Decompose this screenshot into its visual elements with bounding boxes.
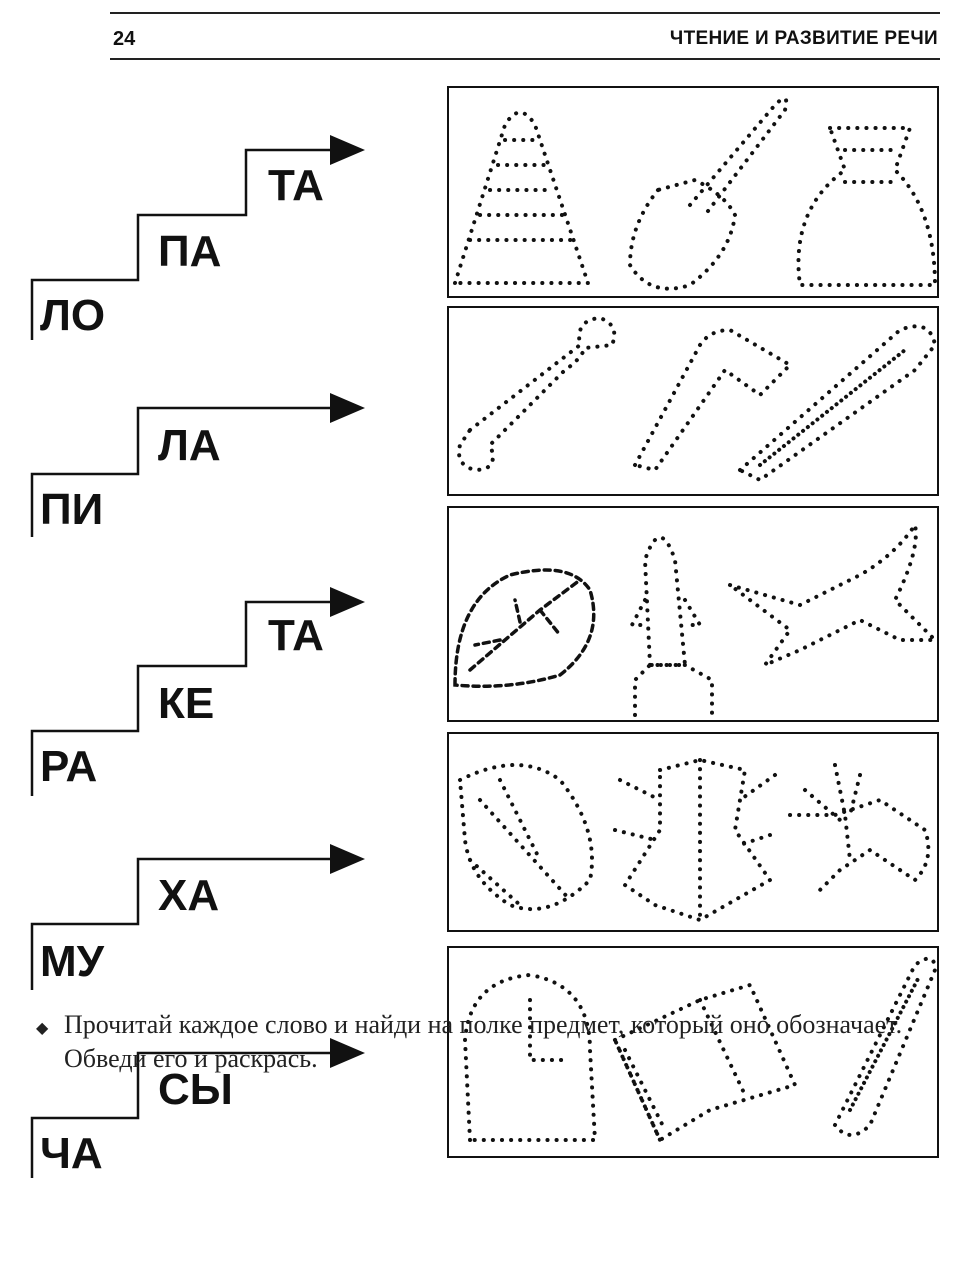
fish-dotted-icon[interactable] [457, 763, 594, 912]
syllable-cha: ЧА [40, 1129, 103, 1178]
shelf-4 [447, 732, 939, 932]
staircase-lopata [30, 135, 365, 340]
rocket-dotted-icon[interactable] [628, 535, 714, 717]
axe-dotted-icon[interactable] [632, 327, 794, 473]
staircase-raketa [30, 587, 365, 796]
fly-dotted-icon[interactable] [788, 763, 931, 892]
syllable-ta-2: ТА [268, 611, 324, 660]
bullet-icon: ◆ [36, 1020, 49, 1037]
syllable-lo: ЛО [40, 291, 106, 340]
book-dotted-icon[interactable] [612, 982, 798, 1143]
saw-dotted-icon[interactable] [736, 324, 938, 483]
shelf-1 [447, 86, 939, 298]
staircase-chasy [30, 1038, 365, 1178]
syllable-ta: ТА [268, 161, 324, 210]
pyramid-dotted-icon[interactable] [452, 110, 591, 285]
shelf-3 [447, 506, 939, 722]
leaf-dotted-icon[interactable] [453, 568, 596, 688]
syllable-mu: МУ [40, 937, 105, 986]
beetle-dotted-icon[interactable] [613, 757, 777, 923]
syllable-ra: РА [40, 742, 98, 791]
bell-dotted-icon[interactable] [462, 972, 598, 1142]
syllable-ha: ХА [158, 871, 220, 920]
syllable-pa: ПА [158, 227, 222, 276]
staircase-muha [30, 844, 365, 990]
syllable-ke: КЕ [158, 679, 215, 728]
instruction-text: Прочитай каждое слово и найди на полке п… [64, 1010, 903, 1073]
staircase-pila [30, 393, 365, 537]
instruction: ◆ Прочитай каждое слово и найди на полке… [36, 1008, 936, 1076]
header-top-rule [110, 12, 940, 14]
shovel-dotted-icon[interactable] [627, 96, 789, 291]
section-title: ЧТЕНИЕ И РАЗВИТИЕ РЕЧИ [669, 28, 938, 49]
airplane-dotted-icon[interactable] [728, 519, 940, 670]
syllable-la: ЛА [158, 421, 221, 470]
vase-dotted-icon[interactable] [796, 126, 938, 287]
shelf-2 [447, 306, 939, 496]
header-bottom-rule [110, 58, 940, 60]
syllable-sy: СЫ [158, 1065, 233, 1114]
page-number: 24 [113, 28, 136, 50]
pencil-dotted-icon[interactable] [832, 956, 938, 1137]
wrench-dotted-icon[interactable] [457, 315, 617, 473]
shelf-5 [447, 946, 939, 1158]
syllable-pi: ПИ [40, 485, 104, 534]
